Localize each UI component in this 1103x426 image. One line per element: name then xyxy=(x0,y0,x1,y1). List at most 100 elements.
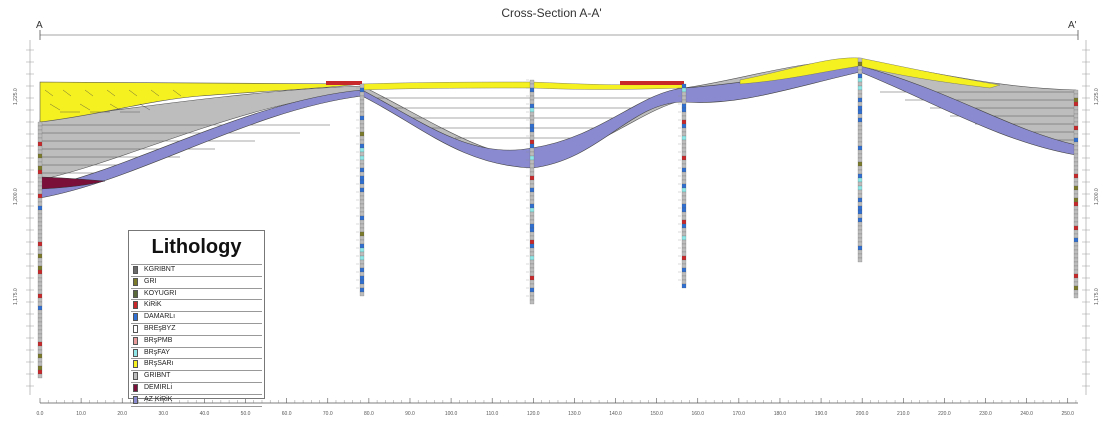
borehole-interval xyxy=(37,269,43,275)
borehole-interval xyxy=(529,211,535,217)
borehole-interval xyxy=(1073,237,1079,243)
legend-swatch xyxy=(133,289,138,298)
borehole-interval xyxy=(37,241,43,247)
borehole-interval xyxy=(1073,149,1079,155)
borehole-interval xyxy=(1073,229,1079,235)
legend-label: BRşSARı xyxy=(144,360,174,368)
borehole-interval xyxy=(529,179,535,185)
borehole-interval xyxy=(1073,197,1079,203)
borehole-interval xyxy=(1073,225,1079,231)
borehole-interval xyxy=(1073,213,1079,219)
borehole-interval xyxy=(1073,217,1079,223)
borehole-interval xyxy=(1073,169,1079,175)
section-title: Cross-Section A-A' xyxy=(501,6,602,20)
borehole-interval xyxy=(37,277,43,283)
borehole-interval xyxy=(37,229,43,235)
borehole-interval xyxy=(529,183,535,189)
x-tick-label: 50.0 xyxy=(241,411,251,417)
borehole-interval xyxy=(1073,153,1079,159)
borehole-interval xyxy=(359,147,365,153)
borehole-interval xyxy=(857,137,863,143)
borehole-interval xyxy=(359,179,365,185)
borehole-interval xyxy=(1073,253,1079,259)
borehole-interval xyxy=(681,87,687,93)
borehole-interval xyxy=(529,271,535,277)
borehole-interval xyxy=(529,247,535,253)
borehole-interval xyxy=(857,245,863,251)
x-tick-label: 10.0 xyxy=(76,411,86,417)
borehole-interval xyxy=(681,251,687,257)
borehole-interval xyxy=(37,309,43,315)
legend-item: GRI xyxy=(131,275,262,288)
borehole-interval xyxy=(359,243,365,249)
borehole-interval xyxy=(37,173,43,179)
borehole-interval xyxy=(529,155,535,161)
borehole-interval xyxy=(857,93,863,99)
borehole-interval xyxy=(37,365,43,371)
borehole-interval xyxy=(37,201,43,207)
borehole-interval xyxy=(37,181,43,187)
legend-swatch xyxy=(133,324,138,333)
borehole-interval xyxy=(1073,161,1079,167)
borehole-interval xyxy=(681,83,687,89)
borehole-interval xyxy=(529,111,535,117)
x-tick-label: 110.0 xyxy=(486,411,498,417)
x-tick-label: 160.0 xyxy=(691,411,704,417)
borehole-interval xyxy=(359,211,365,217)
borehole-interval xyxy=(37,281,43,287)
borehole-interval xyxy=(359,267,365,273)
borehole-interval xyxy=(857,109,863,115)
side-ticks xyxy=(26,49,1090,387)
borehole-interval xyxy=(359,107,365,113)
x-tick-label: 240.0 xyxy=(1020,411,1033,417)
borehole-interval xyxy=(359,247,365,253)
borehole-interval xyxy=(857,157,863,163)
borehole-interval xyxy=(857,213,863,219)
legend-swatch xyxy=(133,383,138,392)
borehole-interval xyxy=(857,81,863,87)
borehole-interval xyxy=(857,165,863,171)
borehole-interval xyxy=(37,353,43,359)
borehole-interval xyxy=(681,163,687,169)
borehole-interval xyxy=(857,89,863,95)
x-tick-label: 220.0 xyxy=(938,411,951,417)
borehole-interval xyxy=(1073,97,1079,103)
borehole-interval xyxy=(37,149,43,155)
borehole-interval xyxy=(681,187,687,193)
borehole-interval xyxy=(857,161,863,167)
x-tick-label: 250.0 xyxy=(1061,411,1074,417)
borehole-interval xyxy=(857,129,863,135)
legend-item: BRşFAY xyxy=(131,346,262,359)
legend-item: BRşPMB xyxy=(131,334,262,347)
borehole-interval xyxy=(359,151,365,157)
borehole-interval xyxy=(37,249,43,255)
x-tick-label: 190.0 xyxy=(815,411,828,417)
borehole-interval xyxy=(359,223,365,229)
borehole-interval xyxy=(681,115,687,121)
borehole-interval xyxy=(857,249,863,255)
legend-item: KGRIBNT xyxy=(131,264,262,276)
borehole-interval xyxy=(359,135,365,141)
legend-label: BRşPMB xyxy=(144,336,173,344)
borehole-interval xyxy=(37,369,43,375)
borehole-interval xyxy=(1073,277,1079,283)
borehole-interval xyxy=(857,65,863,71)
borehole-interval xyxy=(1073,201,1079,207)
borehole-interval xyxy=(529,123,535,129)
borehole-interval xyxy=(359,227,365,233)
borehole-interval xyxy=(37,297,43,303)
borehole-interval xyxy=(857,201,863,207)
borehole-interval xyxy=(529,267,535,273)
borehole-interval xyxy=(1073,193,1079,199)
x-tick-label: 70.0 xyxy=(323,411,333,417)
borehole-interval xyxy=(529,195,535,201)
borehole-interval xyxy=(1073,285,1079,291)
borehole-interval xyxy=(1073,105,1079,111)
borehole-interval xyxy=(1073,109,1079,115)
borehole-interval xyxy=(681,155,687,161)
borehole-interval xyxy=(529,139,535,145)
borehole-interval xyxy=(529,207,535,213)
borehole-interval xyxy=(37,301,43,307)
borehole-interval xyxy=(37,169,43,175)
borehole-interval xyxy=(529,135,535,141)
